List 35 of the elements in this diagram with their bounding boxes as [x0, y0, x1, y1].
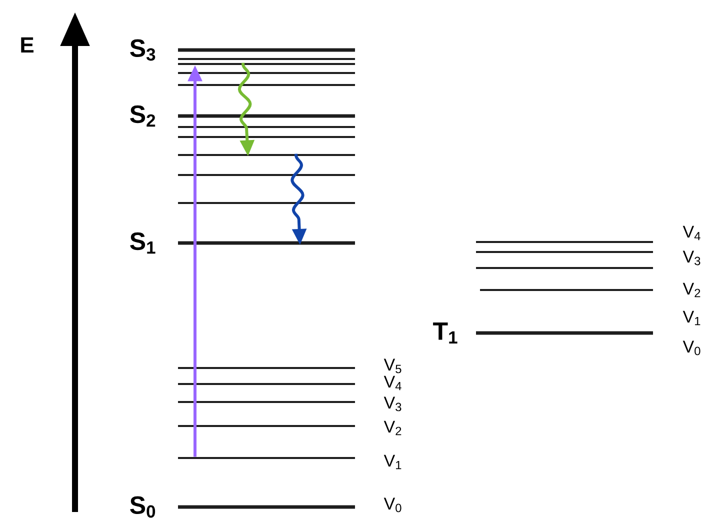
energy-level-line — [476, 241, 653, 243]
energy-level-line — [480, 289, 653, 291]
energy-level-line — [178, 367, 355, 369]
energy-level-line — [178, 72, 355, 74]
energy-level-line — [476, 267, 653, 269]
vibrational-level-label: V$_{1}$ — [682, 310, 700, 326]
energy-level-line — [178, 425, 355, 427]
vibrational-level-label: V$_{0}$ — [384, 498, 402, 512]
energy-level-line — [178, 457, 355, 459]
vibrational-level-label: V$_{2}$ — [682, 282, 700, 298]
energy-level-line — [178, 58, 355, 60]
energy-level-line: T$_{1}$ — [433, 322, 653, 344]
vibrational-level-label: V$_{4}$ — [384, 376, 402, 390]
vibrational-level-label: V$_{3}$ — [682, 250, 700, 266]
energy-level-line: S$_{0}$ — [130, 496, 355, 518]
energy-level-line — [178, 401, 355, 403]
vibrational-level-label: V$_{4}$ — [682, 226, 700, 240]
axis-label: E — [21, 37, 34, 53]
energy-level-line — [178, 154, 355, 156]
energy-level-line: S$_{1}$ — [130, 232, 355, 254]
vibrational-level-label: V$_{1}$ — [384, 454, 402, 470]
energy-level-line — [178, 126, 355, 128]
energy-level-line — [178, 202, 355, 204]
energy-level-line — [476, 251, 653, 253]
energy-level-line — [178, 136, 355, 138]
energy-level-line: S$_{3}$ — [130, 39, 355, 61]
vibrational-level-label: V$_{5}$ — [384, 358, 402, 374]
vibrational-level-label: V$_{3}$ — [384, 396, 402, 412]
energy-level-line — [178, 84, 355, 86]
energy-level-line — [178, 174, 355, 176]
vibrational-level-label: V$_{2}$ — [384, 420, 402, 436]
energy-level-line — [178, 383, 355, 385]
vibrational-level-label: V$_{0}$ — [682, 340, 700, 356]
energy-level-line: S$_{2}$ — [130, 105, 355, 127]
energy-level-line — [178, 63, 355, 65]
